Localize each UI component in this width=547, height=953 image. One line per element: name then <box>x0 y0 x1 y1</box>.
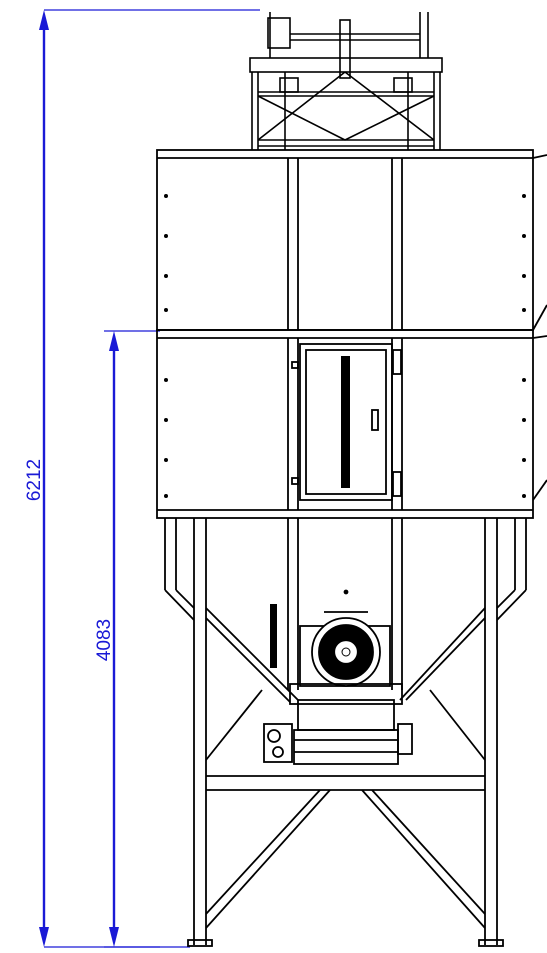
middle-bin-bolts <box>164 378 526 498</box>
middle-bin-panel <box>156 329 547 519</box>
platform-height-label: 4083 <box>94 619 115 661</box>
overall-height-dimension <box>39 9 260 948</box>
upper-bin-panel <box>156 149 547 331</box>
platform-height-dimension <box>104 330 160 948</box>
hopper-cone <box>205 518 486 761</box>
support-legs <box>164 518 527 947</box>
lower-bracing <box>205 775 486 929</box>
door-vent-slot <box>341 356 350 488</box>
inspection-door <box>291 343 402 501</box>
rotary-valve <box>263 683 413 765</box>
side-vent-slot <box>270 604 277 668</box>
motor <box>299 589 391 687</box>
overall-height-label: 6212 <box>24 459 45 501</box>
top-drive-frame <box>249 12 443 150</box>
upper-bin-bolts <box>164 194 526 312</box>
